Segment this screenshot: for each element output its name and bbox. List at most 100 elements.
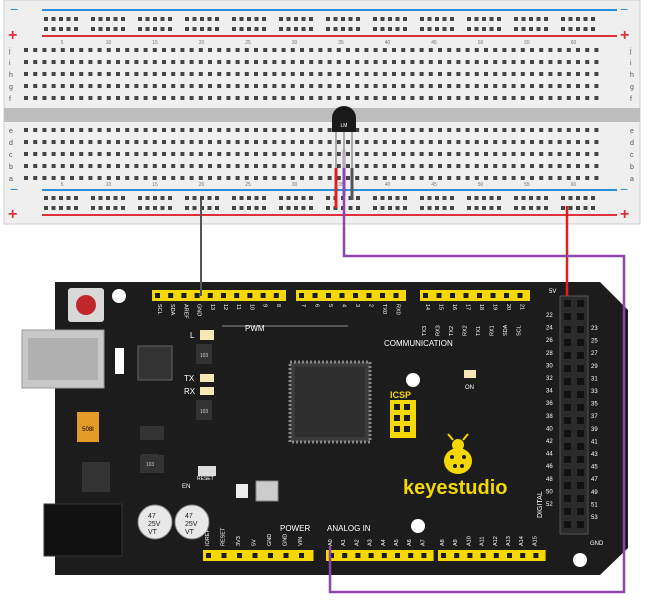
header-right-pin <box>564 495 571 502</box>
breadboard-hole <box>60 128 65 132</box>
rail-hole <box>106 27 110 31</box>
breadboard-hole <box>346 48 350 52</box>
rail-hole <box>74 17 78 21</box>
header-analog-label: A9 <box>453 539 459 546</box>
led-rx-label: RX <box>184 387 196 396</box>
header-comm-number: 16 <box>451 304 457 310</box>
header-right-pin <box>577 508 584 515</box>
breadboard-hole <box>226 128 231 132</box>
header-pwm-pin <box>168 293 174 298</box>
header-analog-label: A0 <box>328 539 334 546</box>
breadboard-hole <box>254 128 258 132</box>
header-right-left-label: 40 <box>546 426 553 432</box>
breadboard-hole <box>438 152 442 156</box>
breadboard-hole <box>585 140 590 144</box>
rail-hole <box>450 196 454 200</box>
fuse <box>77 412 99 442</box>
header-analog-2-pin <box>493 553 499 558</box>
breadboard-hole <box>97 140 102 144</box>
header-right-pin <box>577 326 584 333</box>
rail-hole <box>138 196 142 200</box>
breadboard-hole <box>180 176 185 180</box>
breadboard-hole <box>548 48 553 52</box>
breadboard-hole <box>346 152 350 156</box>
header-digital-pin <box>393 293 399 298</box>
header-comm-number: 18 <box>478 304 484 310</box>
breadboard-hole <box>33 60 38 64</box>
breadboard-hole <box>162 96 166 100</box>
rail-plus-top-left: + <box>8 27 17 44</box>
rail-hole <box>544 206 548 210</box>
breadboard-hole <box>33 48 38 52</box>
header-right-left-label: 48 <box>546 477 553 483</box>
rail-hole <box>254 196 259 200</box>
breadboard-hole <box>392 96 396 100</box>
rail-hole <box>98 206 103 210</box>
breadboard-hole <box>152 84 157 88</box>
row-letter-right: h <box>630 72 634 79</box>
rail-hole <box>74 196 78 200</box>
breadboard-hole <box>410 48 415 52</box>
rail-hole <box>121 27 125 31</box>
row-letter-right: b <box>630 164 634 171</box>
rail-hole <box>168 17 172 21</box>
breadboard-hole <box>520 72 525 76</box>
header-right-left-label: 26 <box>546 338 553 344</box>
header-power-pin <box>237 553 242 558</box>
column-number-top: 55 <box>524 40 530 46</box>
wires <box>200 150 626 594</box>
breadboard-hole <box>244 96 249 100</box>
breadboard-hole <box>272 176 277 180</box>
breadboard-hole <box>116 140 120 144</box>
header-right-pin <box>577 339 584 346</box>
breadboard-hole <box>180 152 185 156</box>
breadboard-hole <box>300 176 304 180</box>
rail-hole <box>44 17 48 21</box>
breadboard-hole <box>42 152 47 156</box>
breadboard-hole <box>254 60 258 64</box>
led-on-label: ON <box>465 385 474 391</box>
breadboard-hole <box>419 72 424 76</box>
breadboard-hole <box>327 164 332 168</box>
breadboard-hole <box>217 164 222 168</box>
rail-hole <box>427 196 432 200</box>
breadboard-hole <box>382 152 387 156</box>
breadboard-hole <box>272 164 277 168</box>
rail-hole <box>168 196 172 200</box>
header-digital-label: 2 <box>368 304 374 307</box>
rail-hole <box>286 17 291 21</box>
breadboard-hole <box>134 128 139 132</box>
reset-button-small[interactable] <box>198 466 216 476</box>
breadboard-hole <box>97 128 102 132</box>
column-number-bottom: 35 <box>338 182 344 188</box>
breadboard-hole <box>189 140 194 144</box>
breadboard-hole <box>548 140 553 144</box>
header-comm-pin <box>517 293 523 298</box>
header-right-left-label: 24 <box>546 326 553 332</box>
breadboard-hole <box>594 164 599 168</box>
breadboard-hole <box>309 176 314 180</box>
reset-button[interactable] <box>76 295 96 315</box>
breadboard-hole <box>502 128 507 132</box>
breadboard-hole <box>557 72 562 76</box>
breadboard-hole <box>180 48 185 52</box>
column-number-bottom: 40 <box>385 182 391 188</box>
sensor-body <box>332 106 356 132</box>
rail-hole <box>185 196 189 200</box>
communication-label: COMMUNICATION <box>384 339 453 348</box>
breadboard-hole <box>566 72 571 76</box>
breadboard-hole <box>300 140 304 144</box>
breadboard-hole <box>88 152 93 156</box>
rail-hole <box>529 196 533 200</box>
rail-hole <box>467 196 471 200</box>
breadboard-hole <box>300 72 304 76</box>
small-component-1 <box>236 484 248 498</box>
breadboard-hole <box>447 176 452 180</box>
breadboard-hole <box>318 72 323 76</box>
header-digital-label: RX0 <box>395 304 401 315</box>
rail-hole <box>44 206 48 210</box>
breadboard-hole <box>511 140 516 144</box>
rail-plus-bottom-right: + <box>620 206 629 223</box>
breadboard-hole <box>530 164 534 168</box>
chip-103-a <box>196 344 212 364</box>
